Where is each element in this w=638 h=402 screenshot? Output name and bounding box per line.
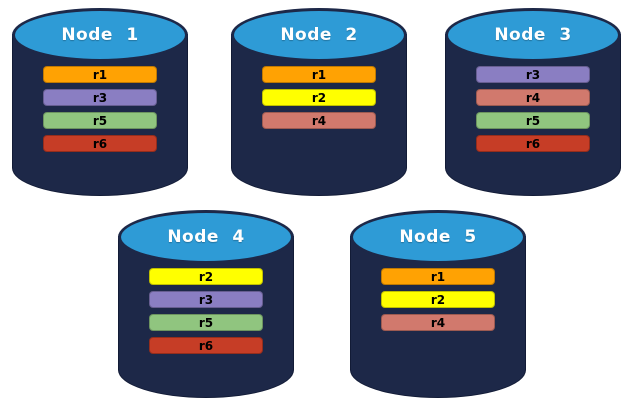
replica-bar-r3: r3: [149, 291, 263, 308]
replica-bar-list: r2 r3 r5 r6: [118, 268, 294, 354]
replica-bar-list: r3 r4 r5 r6: [445, 66, 621, 152]
node-cylinder-5: Node 5 r1 r2 r4: [350, 210, 526, 398]
replica-bar-list: r1 r2 r4: [350, 268, 526, 331]
replica-bar-r6: r6: [43, 135, 157, 152]
replica-bar-r1: r1: [43, 66, 157, 83]
replica-bar-r4: r4: [381, 314, 495, 331]
node-title: Node 2: [280, 25, 358, 45]
cylinder-top-ellipse: Node 3: [445, 8, 621, 62]
replica-bar-list: r1 r2 r4: [231, 66, 407, 129]
node-cylinder-2: Node 2 r1 r2 r4: [231, 8, 407, 196]
node-title: Node 5: [399, 227, 477, 247]
node-title: Node 4: [167, 227, 245, 247]
node-cylinder-3: Node 3 r3 r4 r5 r6: [445, 8, 621, 196]
replica-bar-r2: r2: [149, 268, 263, 285]
node-cylinder-4: Node 4 r2 r3 r5 r6: [118, 210, 294, 398]
replica-bar-list: r1 r3 r5 r6: [12, 66, 188, 152]
replica-bar-r3: r3: [43, 89, 157, 106]
replica-bar-r2: r2: [262, 89, 376, 106]
replica-bar-r1: r1: [381, 268, 495, 285]
replica-bar-r4: r4: [476, 89, 590, 106]
replica-bar-r6: r6: [476, 135, 590, 152]
cylinder-top-ellipse: Node 2: [231, 8, 407, 62]
replica-bar-r4: r4: [262, 112, 376, 129]
replica-bar-r5: r5: [43, 112, 157, 129]
replica-bar-r5: r5: [149, 314, 263, 331]
node-title: Node 1: [61, 25, 139, 45]
cylinder-top-ellipse: Node 4: [118, 210, 294, 264]
replica-bar-r1: r1: [262, 66, 376, 83]
cylinder-top-ellipse: Node 1: [12, 8, 188, 62]
node-cylinder-1: Node 1 r1 r3 r5 r6: [12, 8, 188, 196]
node-title: Node 3: [494, 25, 572, 45]
cylinder-top-ellipse: Node 5: [350, 210, 526, 264]
replica-bar-r2: r2: [381, 291, 495, 308]
replica-bar-r6: r6: [149, 337, 263, 354]
replica-bar-r3: r3: [476, 66, 590, 83]
replica-bar-r5: r5: [476, 112, 590, 129]
